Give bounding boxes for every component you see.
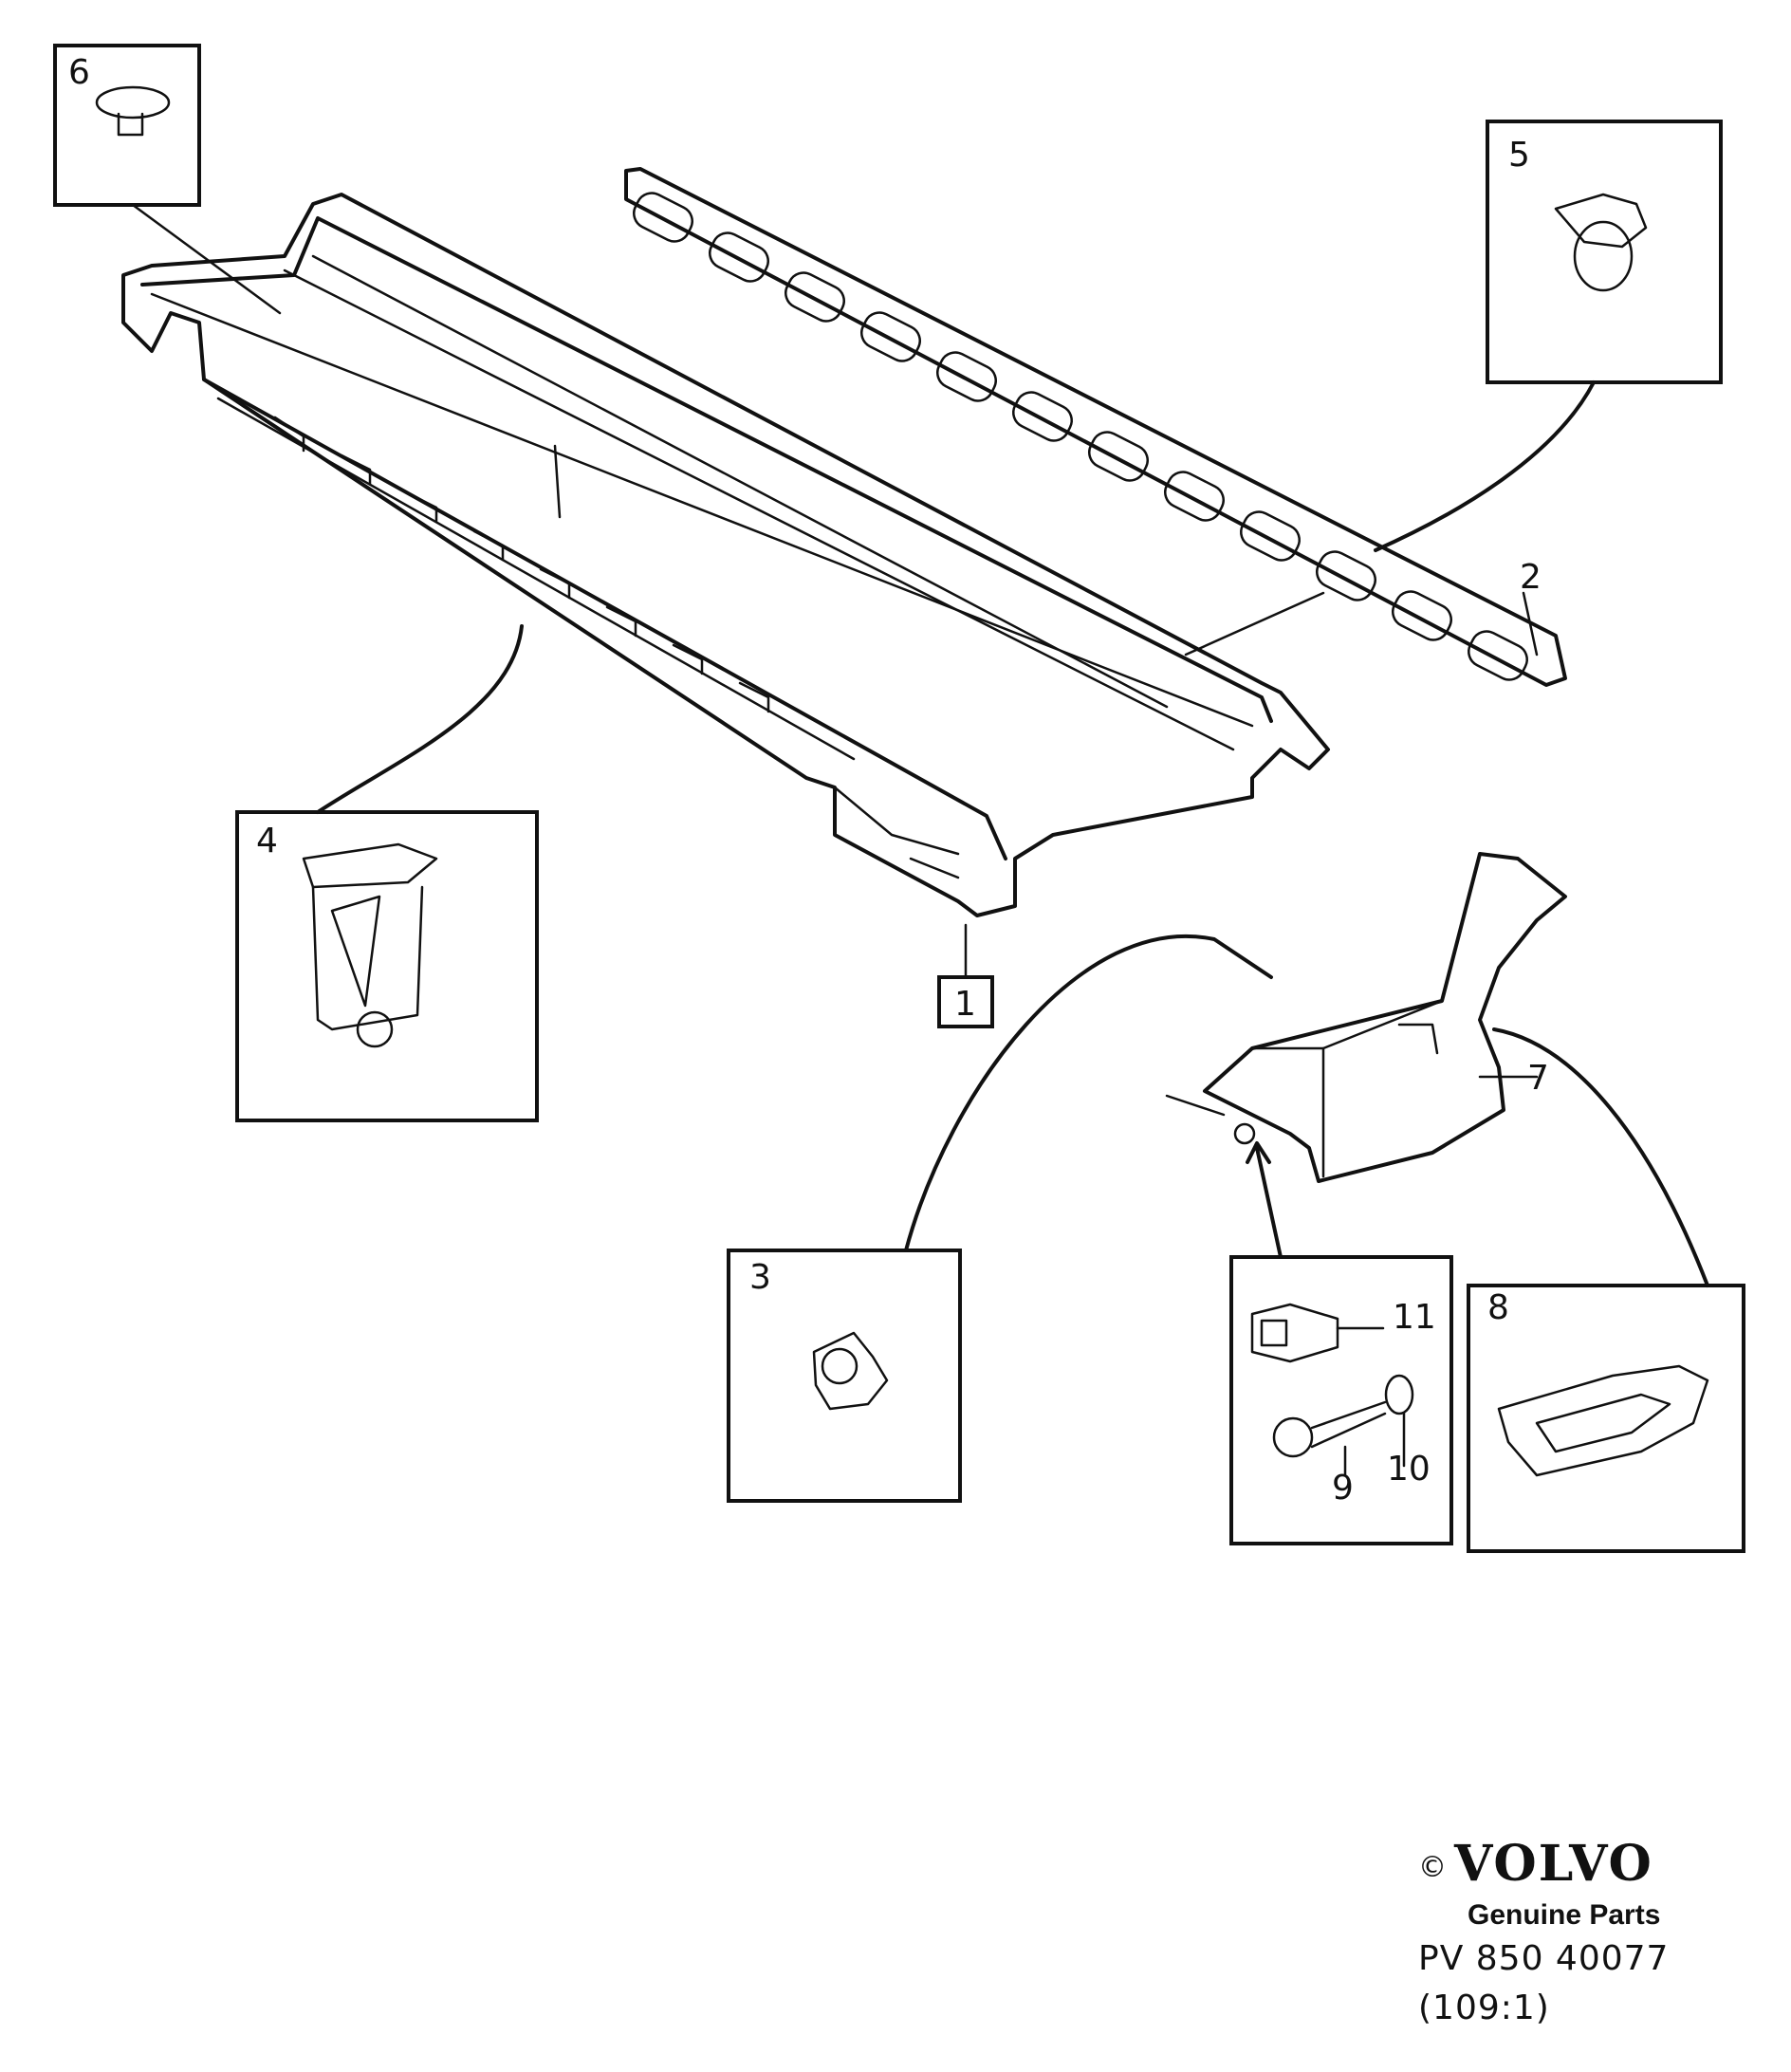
callout-box-9-10-11 xyxy=(1229,1255,1453,1545)
callout-label-11: 11 xyxy=(1393,1298,1436,1337)
callout-label-7: 7 xyxy=(1527,1059,1549,1098)
volvo-brand-block: ©VOLVO Genuine Parts PV 850 40077 (109:1… xyxy=(1418,1836,1760,2033)
leader-3 xyxy=(904,934,1273,1252)
callout-box-3 xyxy=(727,1249,962,1503)
callout-box-4 xyxy=(235,810,539,1122)
callout-box-5 xyxy=(1486,120,1723,384)
leader-8 xyxy=(1492,1027,1709,1287)
callout-label-4: 4 xyxy=(256,822,278,860)
leader-4 xyxy=(316,624,524,814)
genuine-parts-tagline: Genuine Parts xyxy=(1468,1898,1661,1931)
leader-9-10-11 xyxy=(1255,1146,1283,1259)
callout-label-5: 5 xyxy=(1508,136,1530,175)
callout-label-2: 2 xyxy=(1520,558,1542,597)
leader-5 xyxy=(1374,380,1596,552)
callout-label-1: 1 xyxy=(954,985,976,1024)
leader-6 xyxy=(131,203,282,315)
sill-trim-panel xyxy=(121,193,1330,917)
volvo-logo: ©VOLVO xyxy=(1418,1836,1760,1896)
diagram-code: PV 850 40077 xyxy=(1418,1938,1670,1978)
callout-label-10: 10 xyxy=(1387,1450,1431,1489)
callout-label-9: 9 xyxy=(1332,1469,1354,1508)
diagram-reference: (109:1) xyxy=(1418,1988,1550,2027)
callout-label-6: 6 xyxy=(68,53,90,92)
callout-label-8: 8 xyxy=(1487,1288,1509,1327)
clip-strip xyxy=(624,167,1567,687)
volvo-wordmark: VOLVO xyxy=(1454,1835,1653,1893)
callout-box-8 xyxy=(1467,1284,1745,1553)
copyright-symbol: © xyxy=(1418,1850,1449,1884)
callout-box-6 xyxy=(53,44,201,207)
corner-cover xyxy=(1165,852,1567,1183)
leader-2 xyxy=(1184,591,1325,657)
callout-label-3: 3 xyxy=(749,1258,771,1297)
